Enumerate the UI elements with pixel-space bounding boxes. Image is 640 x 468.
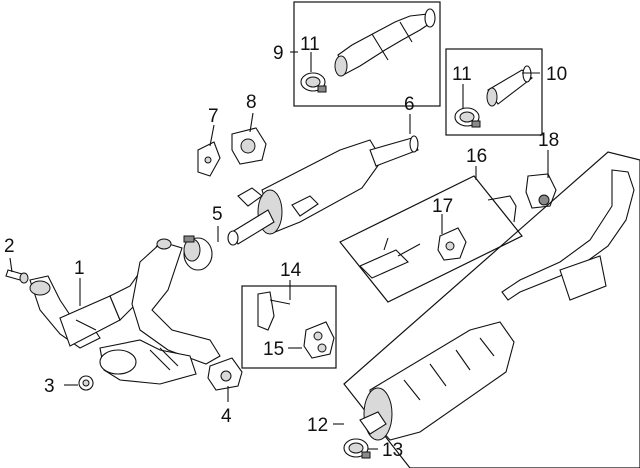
hanger-part-7[interactable] xyxy=(197,141,221,177)
insulator-part-4[interactable] xyxy=(207,357,243,391)
callout-8: 8 xyxy=(246,92,257,113)
clamp-part-11b[interactable] xyxy=(454,107,481,128)
clamp-part-5[interactable] xyxy=(183,235,213,271)
connector-pipe-part-10[interactable] xyxy=(486,65,533,107)
stud-part-2[interactable] xyxy=(5,269,29,284)
bracket-part-18[interactable] xyxy=(525,173,557,209)
insulator-part-17[interactable] xyxy=(437,227,467,261)
kit-box-12 xyxy=(343,151,640,468)
rear-muffler-assembly-part-12[interactable] xyxy=(359,169,635,441)
front-pipe-converter-part-1[interactable] xyxy=(29,238,221,385)
kit-box-14 xyxy=(241,285,337,369)
converter-pipe-part-9[interactable] xyxy=(334,8,436,77)
callout-1: 1 xyxy=(74,258,85,279)
callout-5: 5 xyxy=(212,204,223,225)
clamp-part-13[interactable] xyxy=(343,438,371,459)
callout-11a: 11 xyxy=(300,34,320,55)
callout-9: 9 xyxy=(273,43,284,64)
callout-13: 13 xyxy=(382,440,403,461)
insulator-part-8[interactable] xyxy=(231,127,267,165)
callout-16: 16 xyxy=(466,146,487,167)
callout-7: 7 xyxy=(208,106,219,127)
callout-18: 18 xyxy=(538,130,559,151)
callout-2: 2 xyxy=(4,236,15,257)
callout-11b: 11 xyxy=(452,64,472,85)
callout-12: 12 xyxy=(307,415,328,436)
callout-10: 10 xyxy=(546,64,567,85)
bracket-part-14[interactable] xyxy=(257,291,291,331)
callout-14: 14 xyxy=(280,260,302,281)
kit-box-10 xyxy=(445,48,543,136)
callout-4: 4 xyxy=(221,406,232,427)
leader-lines xyxy=(9,51,549,450)
callout-17: 17 xyxy=(432,196,453,217)
clamp-part-11a[interactable] xyxy=(300,72,327,93)
callout-15: 15 xyxy=(263,339,284,360)
insulator-part-15[interactable] xyxy=(303,321,335,359)
nut-part-3[interactable] xyxy=(78,375,94,391)
callout-3: 3 xyxy=(44,376,55,397)
hanger-bracket-part-16[interactable] xyxy=(359,195,517,279)
muffler-part-6[interactable] xyxy=(227,135,419,246)
kit-box-16 xyxy=(339,175,523,303)
callout-6: 6 xyxy=(404,94,415,115)
kit-box-9 xyxy=(293,1,441,107)
